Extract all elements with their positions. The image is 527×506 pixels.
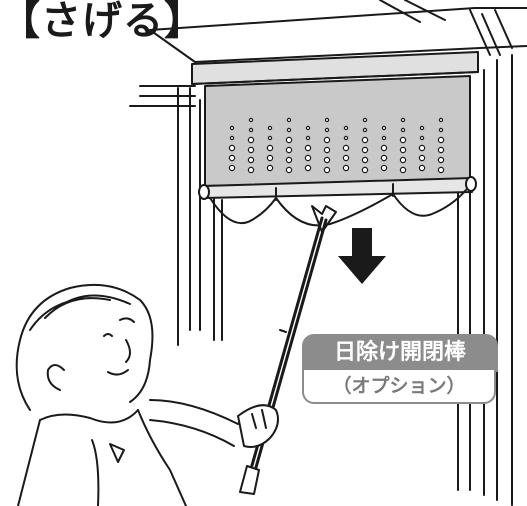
perforation-dot [343,125,349,131]
perforation-dot [247,156,255,164]
window-shade [198,75,477,227]
perforation-dot [399,156,407,164]
perforation-dot [343,135,349,141]
perforation-dot [266,144,274,152]
perforation-dot [438,127,444,133]
perforation-dot [419,135,425,141]
perforation-dot [438,117,444,123]
perforation-dot [362,127,368,133]
perforation-dot [304,164,312,172]
perforation-dot [248,127,254,133]
callout-note: （オプション） [302,370,496,404]
perforation-dot [380,144,388,152]
perforation-dot [285,136,293,144]
perforation-dot [380,154,388,162]
perforation-dot [305,125,311,131]
perforation-dot [247,136,255,144]
perforation-dot [305,135,311,141]
perforation-dot [437,166,445,174]
perforation-dot [323,146,331,154]
perforation-dot [323,156,331,164]
perforation-dot [342,164,350,172]
page-title: 【さげる】 [0,0,205,44]
perforation-dot [285,146,293,154]
perforation-dot [267,135,273,141]
perforation-dot [228,144,236,152]
perforation-dot [228,164,236,172]
perforation-dot [248,117,254,123]
perforation-dot [399,146,407,154]
ceiling-frame [129,0,527,107]
product-callout: 日除け開閉棒 （オプション） [302,334,498,408]
perforation-dot [361,146,369,154]
perforation-dot [437,156,445,164]
perforation-dot [228,154,236,162]
perforation-dot [380,164,388,172]
perforation-dot [323,136,331,144]
perforation-dot [399,136,407,144]
perforation-dot [229,135,235,141]
perforation-dot [267,125,273,131]
perforation-dot [437,146,445,154]
perforation-dot [285,166,293,174]
down-arrow-icon [338,228,386,284]
perforation-dot [323,166,331,174]
perforation-dot [247,146,255,154]
perforation-dot [418,144,426,152]
perforation-dot [400,127,406,133]
perforation-dot [324,127,330,133]
perforation-dot [418,154,426,162]
perforation-dot [324,117,330,123]
perforation-dot [400,117,406,123]
perforation-dot [304,154,312,162]
perforation-dot [286,127,292,133]
shade-headbox [191,51,479,85]
perforation-dot [286,117,292,123]
perforation-dot [419,125,425,131]
perforation-dot [381,135,387,141]
perforation-dot [399,166,407,174]
perforation-dot [266,164,274,172]
perforation-dot [361,136,369,144]
perforation-dot [247,166,255,174]
perforation-dot [266,154,274,162]
perforation-dot [229,125,235,131]
person-figure [15,283,279,506]
perforation-dot [342,154,350,162]
perforation-dot [437,136,445,144]
perforation-dot [304,144,312,152]
perforation-dot [418,164,426,172]
perforation-dot [361,166,369,174]
perforation-dot [342,144,350,152]
perforation-dot [362,117,368,123]
shade-perforations [228,117,445,174]
callout-title: 日除け開閉棒 [302,334,498,372]
perforation-dot [381,125,387,131]
perforation-dot [361,156,369,164]
perforation-dot [285,156,293,164]
